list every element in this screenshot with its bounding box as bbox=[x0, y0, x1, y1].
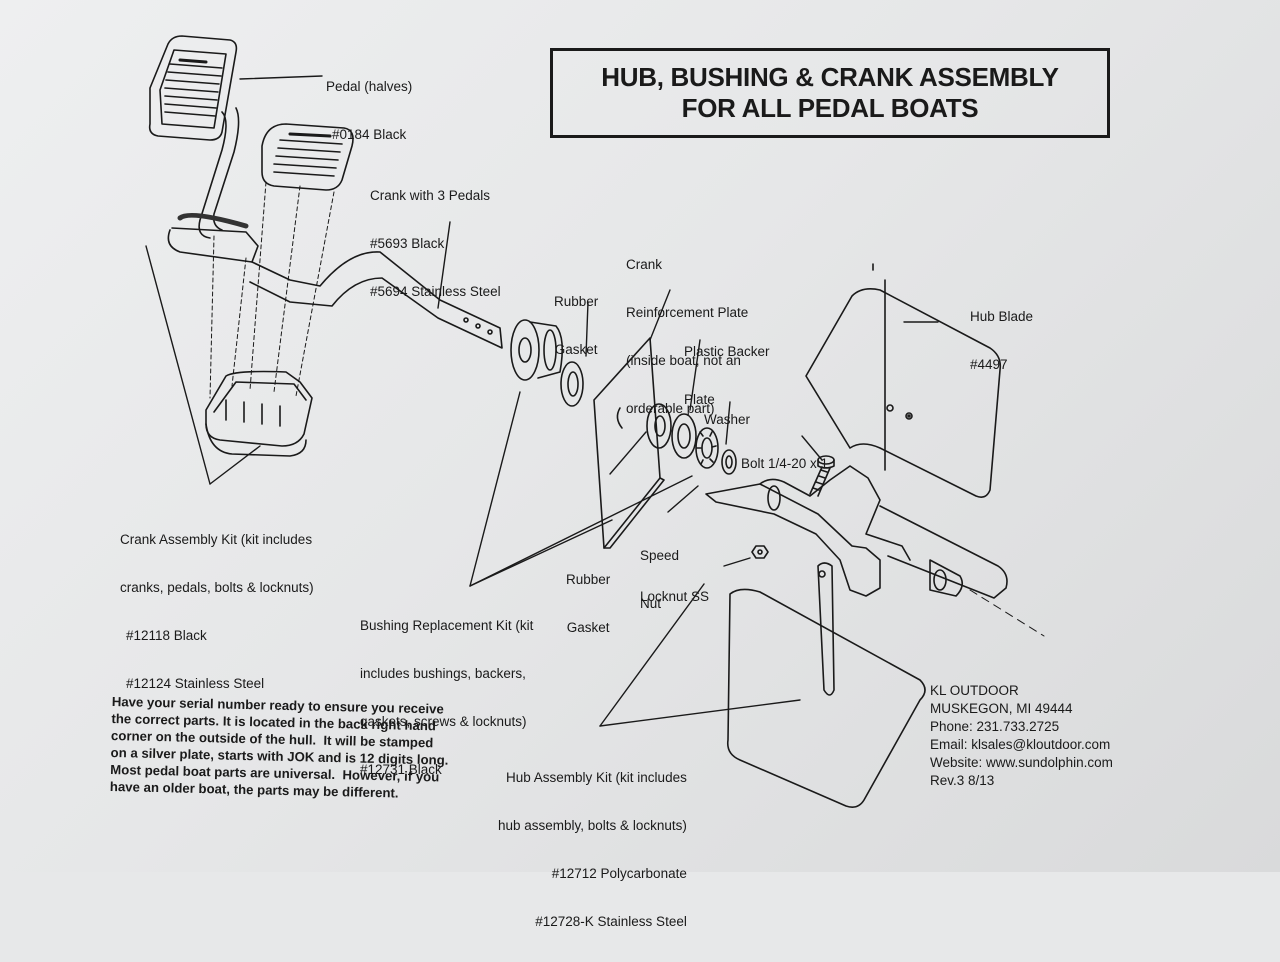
contact-email: Email: klsales@kloutdoor.com bbox=[930, 737, 1111, 752]
hub-bushing bbox=[510, 319, 564, 381]
label-crank-kit-line-3: #12118 Black bbox=[126, 628, 207, 643]
title-box: HUB, BUSHING & CRANK ASSEMBLY FOR ALL PE… bbox=[550, 48, 1110, 138]
label-hub-kit-line-4: #12728-K Stainless Steel bbox=[535, 914, 687, 929]
crank-drawing bbox=[148, 35, 564, 457]
contact-block: KL OUTDOOR MUSKEGON, MI 49444 Phone: 231… bbox=[930, 682, 1113, 790]
label-speed-nut: Speed Nut bbox=[640, 516, 679, 644]
label-rubber-gasket-top: Rubber Gasket bbox=[554, 262, 598, 390]
label-reinforcement-plate: Crank Reinforcement Plate (inside boat, … bbox=[626, 225, 748, 449]
label-speed-nut-line-1: Speed bbox=[640, 548, 680, 563]
label-crank-kit-line-4: #12124 Stainless Steel bbox=[126, 676, 265, 691]
label-hub-kit-line-1: Hub Assembly Kit (kit includes bbox=[506, 770, 687, 785]
label-bushing-kit-line-2: includes bushings, backers, bbox=[360, 666, 526, 681]
label-crank-kit: Crank Assembly Kit (kit includes cranks,… bbox=[120, 500, 314, 724]
label-hub-blade-line-1: Hub Blade bbox=[970, 309, 1034, 324]
contact-address: MUSKEGON, MI 49444 bbox=[930, 701, 1073, 716]
label-reinforcement-plate-line-2: Reinforcement Plate bbox=[626, 305, 749, 320]
hub-blade-upper bbox=[805, 263, 1002, 498]
label-hub-blade: Hub Blade #4497 bbox=[970, 277, 1033, 405]
hub-arm bbox=[705, 465, 1045, 696]
pedal-guide-lines bbox=[209, 181, 335, 399]
title-line-2: FOR ALL PEDAL BOATS bbox=[681, 93, 979, 123]
leader-lines bbox=[145, 75, 939, 727]
label-crank-line-2: #5693 Black bbox=[370, 236, 445, 251]
pedal-lower bbox=[205, 370, 313, 457]
label-reinforcement-plate-line-1: Crank bbox=[626, 257, 663, 272]
label-hub-kit-line-3: #12712 Polycarbonate bbox=[551, 866, 687, 881]
label-crank-kit-line-2: cranks, pedals, bolts & locknuts) bbox=[120, 580, 314, 595]
label-locknut: Locknut SS bbox=[640, 557, 709, 637]
label-crank: Crank with 3 Pedals #5693 Black #5694 St… bbox=[370, 156, 501, 332]
title-line-1: HUB, BUSHING & CRANK ASSEMBLY bbox=[601, 62, 1059, 92]
rubber-gasket-top bbox=[560, 361, 584, 407]
label-rubber-gasket-top-line-1: Rubber bbox=[554, 294, 599, 309]
label-bushing-kit-line-4: #12731 Black bbox=[360, 762, 442, 777]
hardware-parts bbox=[560, 337, 835, 559]
rubber-gasket-bottom bbox=[646, 403, 672, 449]
hub-assembly bbox=[705, 263, 1045, 808]
label-reinforcement-plate-line-4: orderable part) bbox=[626, 401, 715, 416]
contact-website: Website: www.sundolphin.com bbox=[930, 755, 1113, 770]
serial-number-note: Have your serial number ready to ensure … bbox=[110, 693, 502, 804]
label-bolt: Bolt 1/4-20 x 1 bbox=[741, 424, 828, 504]
label-pedal-line-2: #0184 Black bbox=[331, 127, 407, 142]
locknut bbox=[751, 545, 769, 559]
label-plastic-backer-line-2: Plate bbox=[684, 392, 715, 407]
label-bushing-kit-line-1: Bushing Replacement Kit (kit bbox=[360, 618, 534, 633]
label-speed-nut-line-2: Nut bbox=[640, 596, 662, 611]
label-locknut-line-1: Locknut SS bbox=[640, 589, 710, 604]
pedal-middle bbox=[261, 123, 354, 191]
label-pedal-line-1: Pedal (halves) bbox=[326, 79, 413, 94]
label-plastic-backer-line-1: Plastic Backer bbox=[684, 344, 770, 359]
exploded-assembly-drawing bbox=[145, 35, 1045, 808]
pedal-upper bbox=[148, 35, 238, 141]
contact-company: KL OUTDOOR bbox=[930, 683, 1019, 698]
reinforcement-plate bbox=[593, 337, 665, 549]
label-bushing-kit: Bushing Replacement Kit (kit includes bu… bbox=[360, 586, 533, 810]
label-rubber-gasket-bottom-line-2: Gasket bbox=[566, 620, 610, 635]
label-bushing-kit-line-3: gaskets, screws & locknuts) bbox=[360, 714, 527, 729]
speed-nut bbox=[695, 427, 719, 469]
label-rubber-gasket-bottom-line-1: Rubber bbox=[566, 572, 611, 587]
label-rubber-gasket-top-line-2: Gasket bbox=[554, 342, 598, 357]
contact-phone: Phone: 231.733.2725 bbox=[930, 719, 1060, 734]
label-pedal: Pedal (halves) #0184 Black bbox=[326, 47, 412, 175]
washer bbox=[721, 449, 737, 475]
label-plastic-backer: Plastic Backer Plate bbox=[684, 312, 770, 440]
label-crank-line-1: Crank with 3 Pedals bbox=[370, 188, 491, 203]
label-hub-blade-line-2: #4497 bbox=[970, 357, 1008, 372]
label-crank-kit-line-1: Crank Assembly Kit (kit includes bbox=[120, 532, 313, 547]
label-reinforcement-plate-line-3: (inside boat, not an bbox=[626, 353, 741, 368]
label-hub-kit-line-2: hub assembly, bolts & locknuts) bbox=[498, 818, 687, 833]
crank-arm bbox=[167, 107, 503, 349]
label-rubber-gasket-bottom: Rubber Gasket bbox=[566, 540, 610, 668]
label-washer: Washer bbox=[704, 380, 750, 460]
label-hub-kit: Hub Assembly Kit (kit includes hub assem… bbox=[498, 738, 687, 962]
parts-sheet: HUB, BUSHING & CRANK ASSEMBLY FOR ALL PE… bbox=[0, 0, 1280, 929]
contact-revision: Rev.3 8/13 bbox=[930, 773, 995, 788]
label-crank-line-3: #5694 Stainless Steel bbox=[370, 284, 501, 299]
bolt bbox=[809, 455, 835, 497]
label-bolt-line-1: Bolt 1/4-20 x 1 bbox=[741, 456, 829, 471]
hub-blade-lower bbox=[726, 588, 926, 808]
label-washer-line-1: Washer bbox=[704, 412, 751, 427]
plastic-backer-plate bbox=[671, 413, 697, 459]
